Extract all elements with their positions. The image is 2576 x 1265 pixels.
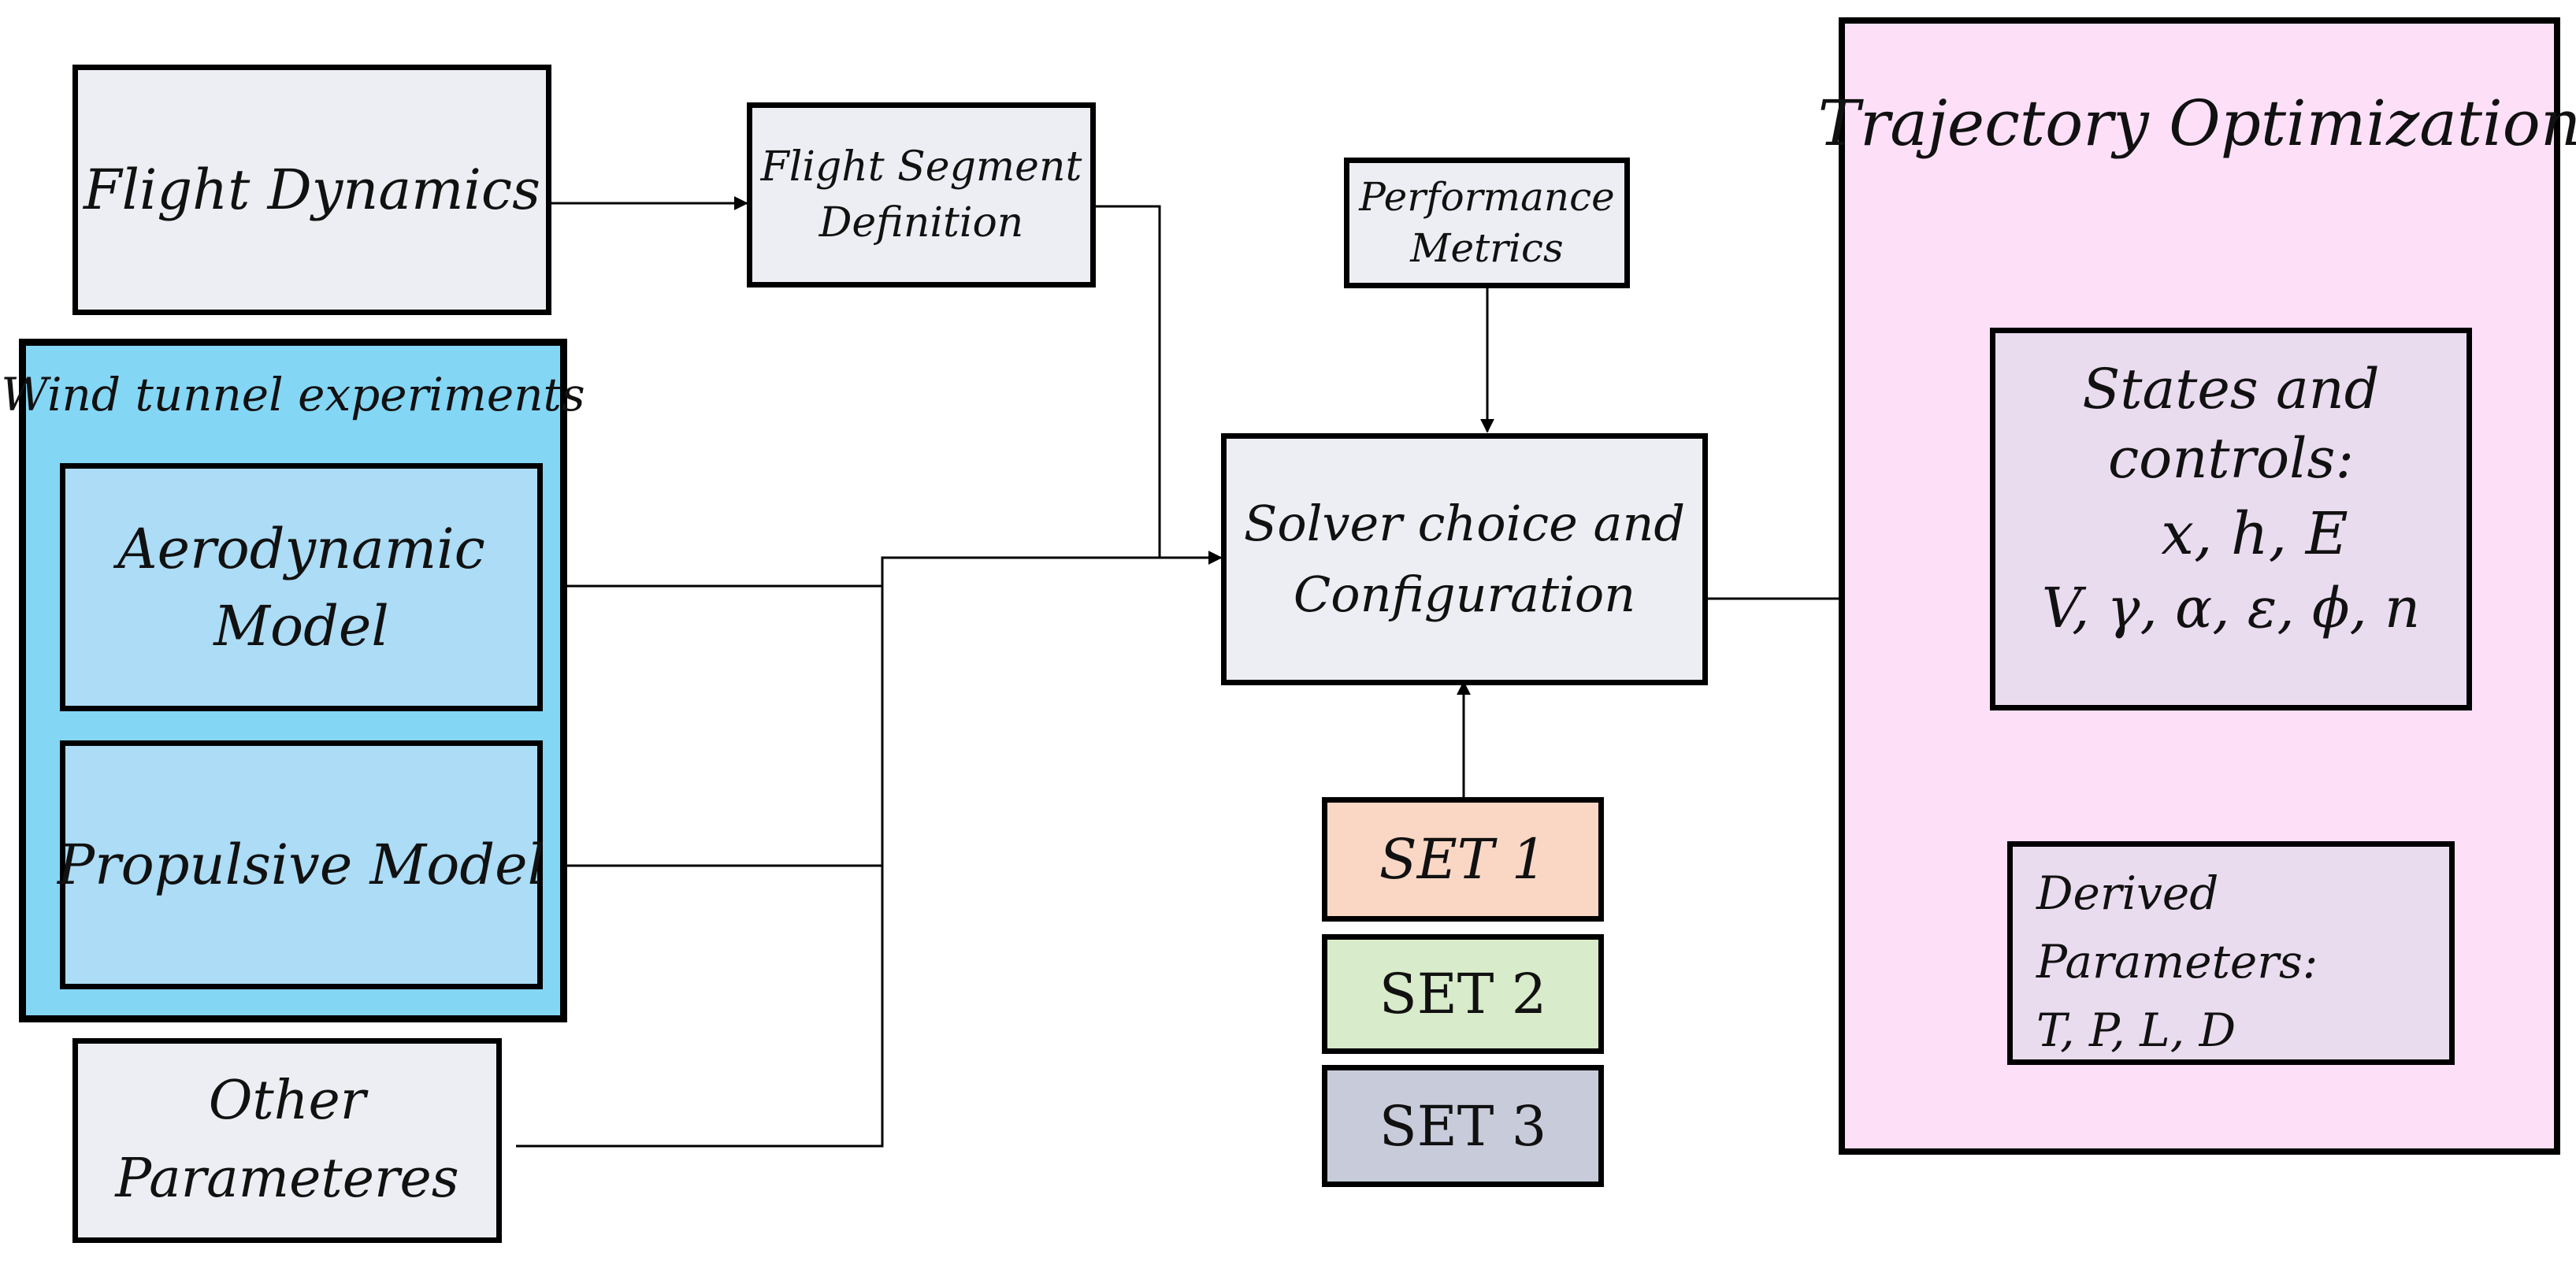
other-parameters-line2: Parameteres bbox=[115, 1148, 459, 1210]
flight-segment-definition-box: Flight Segment Definition bbox=[747, 102, 1096, 288]
performance-metrics-box: Performance Metrics bbox=[1344, 158, 1630, 288]
performance-metrics-line1: Performance bbox=[1359, 174, 1615, 220]
aerodynamic-model-box: Aerodynamic Model bbox=[60, 463, 543, 711]
derived-parameters-box: Derived Parameters: T, P, L, D bbox=[2007, 841, 2455, 1065]
states-variables-line2: V, γ, α, ε, ϕ, n bbox=[2041, 575, 2421, 640]
flight-dynamics-box: Flight Dynamics bbox=[72, 65, 551, 315]
flight-segment-line2: Definition bbox=[818, 198, 1024, 247]
states-title-line2: controls: bbox=[2107, 425, 2355, 491]
aerodynamic-line1: Aerodynamic bbox=[117, 516, 485, 581]
performance-metrics-line2: Metrics bbox=[1410, 225, 1564, 271]
states-variables-line1: x, h, E bbox=[2161, 500, 2348, 568]
propulsive-model-label: Propulsive Model bbox=[58, 833, 545, 897]
wire-other-parameters bbox=[516, 556, 1160, 1148]
solver-configuration-box: Solver choice and Configuration bbox=[1221, 433, 1708, 685]
set-3-box: SET 3 bbox=[1322, 1065, 1604, 1187]
trajectory-optimization-label: Trajectory Optimization bbox=[1817, 87, 2576, 160]
other-parameters-line1: Other bbox=[208, 1070, 366, 1133]
propulsive-model-box: Propulsive Model bbox=[58, 740, 545, 989]
set-3-label: SET 3 bbox=[1379, 1093, 1547, 1159]
derived-title-line1: Derived bbox=[2036, 866, 2219, 920]
other-parameters-box: Other Parameteres bbox=[72, 1038, 502, 1243]
states-controls-box: States and controls: x, h, E V, γ, α, ε,… bbox=[1990, 328, 2472, 710]
solver-line2: Configuration bbox=[1293, 566, 1636, 623]
set-2-box: SET 2 bbox=[1322, 934, 1604, 1054]
states-title-line1: States and bbox=[2082, 357, 2380, 421]
derived-title-line2: Parameters: bbox=[2036, 935, 2318, 989]
wind-tunnel-label: Wind tunnel experiments bbox=[1, 368, 585, 421]
set-1-label: SET 1 bbox=[1379, 827, 1547, 892]
derived-values: T, P, L, D bbox=[2036, 1003, 2236, 1057]
set-2-label: SET 2 bbox=[1379, 962, 1547, 1026]
aerodynamic-line2: Model bbox=[213, 593, 389, 658]
flight-segment-line1: Flight Segment bbox=[760, 143, 1082, 191]
arrow-segment-to-solver bbox=[1093, 205, 1223, 565]
flight-dynamics-label: Flight Dynamics bbox=[84, 158, 540, 222]
solver-line1: Solver choice and bbox=[1243, 495, 1686, 553]
set-1-box: SET 1 bbox=[1322, 797, 1604, 922]
